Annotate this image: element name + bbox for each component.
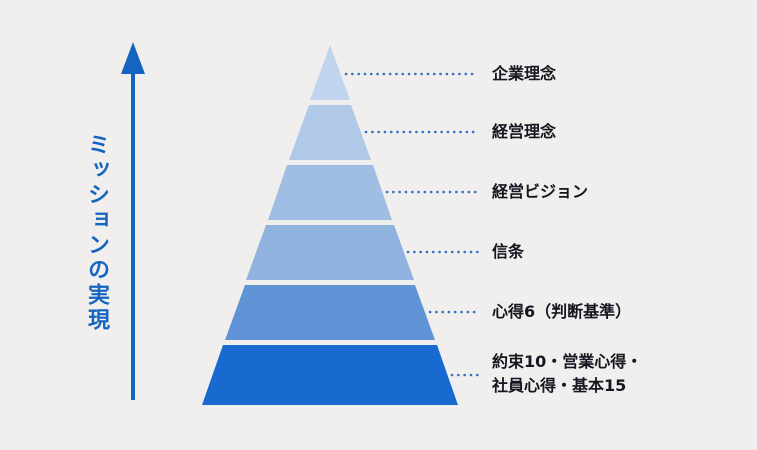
level-label-4: 信条	[492, 242, 525, 261]
level-label-2: 経営理念	[492, 122, 557, 141]
pyramid-level-5	[225, 285, 435, 340]
mission-label: ミッションの実現	[84, 133, 109, 333]
level-label-5: 心得6（判断基準）	[492, 302, 632, 321]
pyramid-level-2	[289, 105, 371, 160]
level-label-3: 経営ビジョン	[492, 182, 589, 201]
pyramid-level-6	[202, 345, 458, 405]
mission-arrow-icon	[121, 42, 145, 400]
pyramid-level-1	[310, 45, 350, 100]
connector-lines	[344, 72, 480, 377]
level-label-6: 約束10・営業心得・ 社員心得・基本15	[492, 352, 643, 395]
pyramid-level-4	[246, 225, 414, 280]
pyramid-level-3	[268, 165, 392, 220]
level-label-1: 企業理念	[492, 64, 557, 83]
